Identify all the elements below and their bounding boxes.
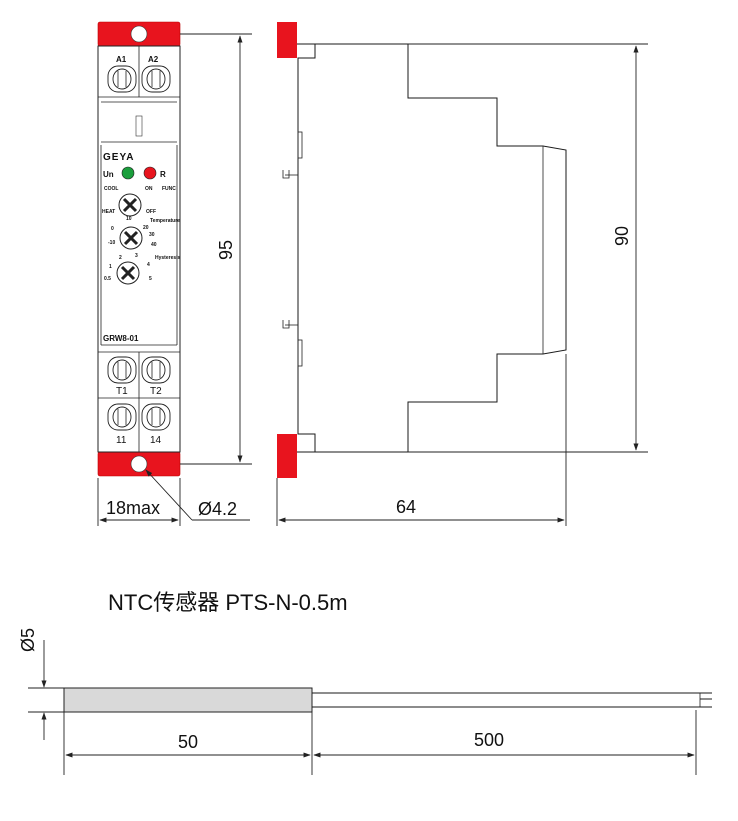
probe-title: NTC传感器 PTS-N-0.5m (108, 590, 348, 615)
knob2-tick-30: 30 (149, 232, 155, 238)
knob1-heat-label: HEAT (102, 209, 115, 215)
hysteresis-knob[interactable] (116, 261, 140, 285)
dim-64: 64 (396, 497, 416, 517)
side-top-clip (277, 22, 297, 58)
led-r-label: R (160, 170, 166, 179)
dim-probe-diameter: Ø5 (18, 628, 38, 652)
probe-dimensions: Ø5 50 500 (18, 628, 697, 775)
brand-logo: GEYA (103, 152, 134, 163)
led-red-icon (143, 166, 157, 180)
knob3-tick-4: 4 (147, 262, 150, 268)
knob3-tick-05: 0.5 (104, 276, 111, 282)
temperature-knob[interactable] (119, 226, 143, 250)
terminal-11-label: 11 (116, 435, 127, 446)
dim-95: 95 (216, 240, 236, 260)
dim-18max: 18max (106, 498, 160, 518)
terminal-a2-label: A2 (148, 55, 159, 64)
knob3-tick-5: 5 (149, 276, 152, 282)
terminal-a1-label: A1 (116, 55, 127, 64)
knob3-tick-2: 2 (119, 255, 122, 261)
side-bottom-clip (277, 434, 297, 478)
front-view: A1 A2 GEYA Un R COOL ON FUNC HEAT OFF Te… (97, 21, 181, 477)
knob1-cool-label: COOL (104, 186, 118, 192)
dim-hole-diameter: Ø4.2 (198, 499, 237, 519)
model-label: GRW8-01 (103, 334, 139, 343)
knob2-tick-10: 10 (126, 216, 132, 222)
terminal-screw-11 (107, 403, 137, 431)
terminal-screw-a1 (107, 65, 137, 93)
knob2-tick-0: 0 (111, 226, 114, 232)
knob3-title: Hysteresis (155, 255, 181, 261)
front-dimensions: 95 18max Ø4.2 (97, 33, 252, 526)
side-view (277, 22, 567, 478)
knob2-tick-minus10: -10 (108, 240, 115, 246)
led-un-label: Un (103, 170, 114, 179)
knob2-tick-20: 20 (143, 225, 149, 231)
dim-90: 90 (612, 226, 632, 246)
terminal-screw-a2 (141, 65, 171, 93)
led-green-icon (121, 166, 135, 180)
knob3-tick-3: 3 (135, 253, 138, 259)
dim-probe-50: 50 (178, 732, 198, 752)
dim-cable-500: 500 (474, 730, 504, 750)
knob3-tick-1: 1 (109, 264, 112, 270)
knob1-on-label: ON (145, 186, 153, 192)
side-dimensions: 90 64 (276, 43, 648, 526)
function-knob[interactable] (118, 193, 142, 217)
knob2-tick-40: 40 (151, 242, 157, 248)
knob2-title: Temperature (150, 218, 180, 224)
probe-sleeve (63, 687, 313, 713)
func-label: FUNC (162, 186, 176, 192)
terminal-14-label: 14 (150, 435, 162, 446)
knob1-off-label: OFF (146, 209, 156, 215)
terminal-screw-t1 (107, 356, 137, 384)
terminal-t2-label: T2 (150, 386, 162, 397)
terminal-screw-14 (141, 403, 171, 431)
terminal-screw-t2 (141, 356, 171, 384)
terminal-t1-label: T1 (116, 386, 128, 397)
ntc-probe (63, 687, 712, 713)
